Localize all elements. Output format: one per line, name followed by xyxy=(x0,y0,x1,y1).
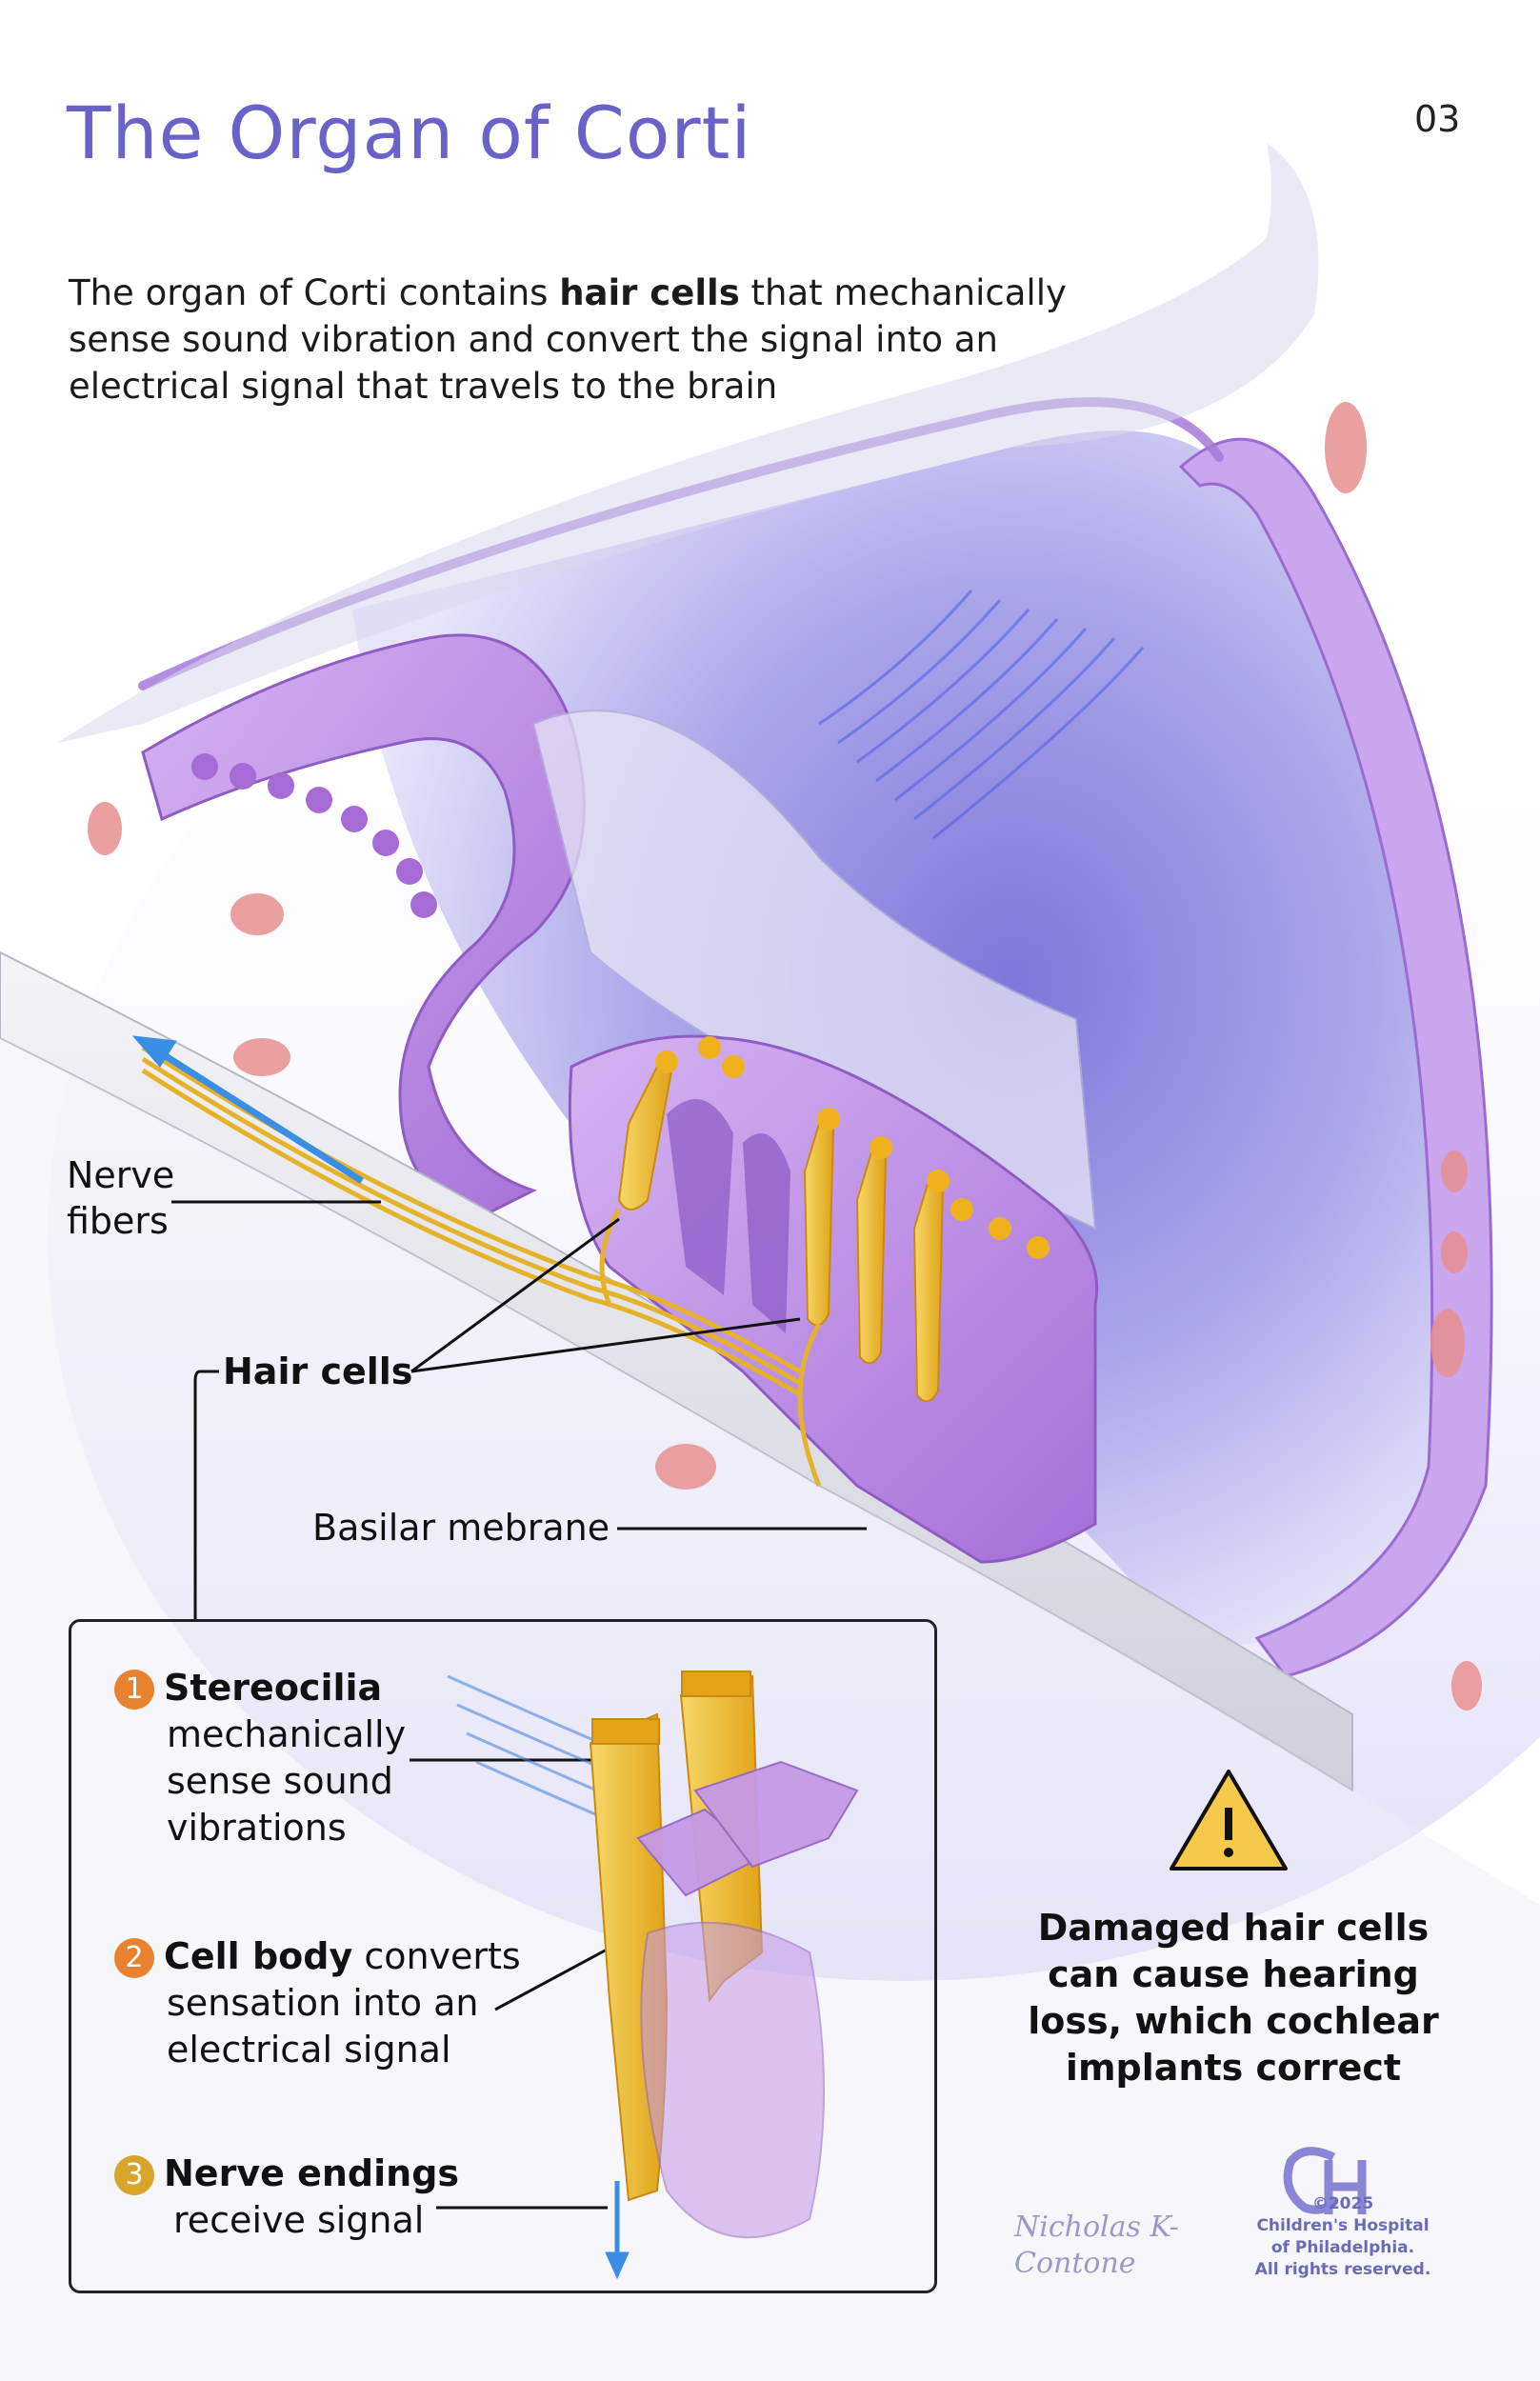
warning-triangle-icon xyxy=(1170,1770,1288,1871)
hair-cells xyxy=(617,1065,945,1403)
step-1-line3: vibrations xyxy=(167,1807,347,1849)
copyright-line4: All rights reserved. xyxy=(1254,2260,1431,2279)
page-number: 03 xyxy=(1414,98,1461,140)
copyright-line3: of Philadelphia. xyxy=(1270,2238,1415,2257)
artist-signature: Nicholas K-Contone xyxy=(1014,2211,1179,2280)
stereocilia-tufts xyxy=(655,1036,1050,1259)
nerve-fibers-label-line2: fibers xyxy=(67,1200,169,1242)
nerve-fibers-label: Nerve fibers xyxy=(67,1152,174,1244)
page-title: The Organ of Corti xyxy=(67,90,752,175)
intro-post: that mechanically sense sound vibration … xyxy=(69,272,1067,407)
step-2-line3: electrical signal xyxy=(167,2029,451,2071)
step-3-badge: 3 xyxy=(114,2155,154,2195)
step-3-title: Nerve endings xyxy=(164,2152,460,2194)
step-3-line2: receive signal xyxy=(173,2199,425,2241)
step-2-title: Cell body xyxy=(164,1935,353,1977)
step-2-line2: sensation into an xyxy=(167,1982,479,2024)
basilar-membrane-label: Basilar mebrane xyxy=(312,1507,610,1549)
pillar-arches xyxy=(667,1099,790,1333)
leader-lines xyxy=(171,1200,867,2210)
step-1-line2: sense sound xyxy=(167,1760,393,1802)
upper-bony-wall xyxy=(57,143,1319,743)
intro-text: The organ of Corti contains hair cells t… xyxy=(69,270,1116,410)
blood-vessels xyxy=(88,402,1482,1711)
step-1-line1: mechanically xyxy=(167,1713,407,1755)
step-1-badge: 1 xyxy=(114,1670,154,1710)
limbus-papillae xyxy=(191,753,437,918)
lateral-wall xyxy=(1178,437,1493,1678)
intro-bold: hair cells xyxy=(559,272,740,313)
step-2-rest: converts xyxy=(352,1935,521,1977)
signal-arrow xyxy=(131,1035,364,1184)
step-2-badge: 2 xyxy=(114,1938,154,1978)
chop-logo xyxy=(1283,2147,1367,2214)
hair-cells-label: Hair cells xyxy=(223,1351,413,1392)
warning-text: Damaged hair cells can cause hearing los… xyxy=(1028,1907,1439,2089)
lower-outer-region xyxy=(0,1038,1540,2381)
intro-pre: The organ of Corti contains xyxy=(69,272,560,313)
step-1-title: Stereocilia xyxy=(164,1667,383,1709)
copyright-line2: Children's Hospital xyxy=(1256,2216,1430,2235)
copyright-block: ©2025 Children's Hospital of Philadelphi… xyxy=(1248,2193,1438,2281)
inset-supporting-cells xyxy=(636,1760,859,2239)
sound-waves xyxy=(818,590,1145,840)
copyright-line1: ©2025 xyxy=(1311,2194,1374,2213)
inset-nerve-ending xyxy=(605,2181,630,2280)
nerve-fibers-label-line1: Nerve xyxy=(67,1154,175,1196)
inset-panel xyxy=(69,1619,937,2293)
